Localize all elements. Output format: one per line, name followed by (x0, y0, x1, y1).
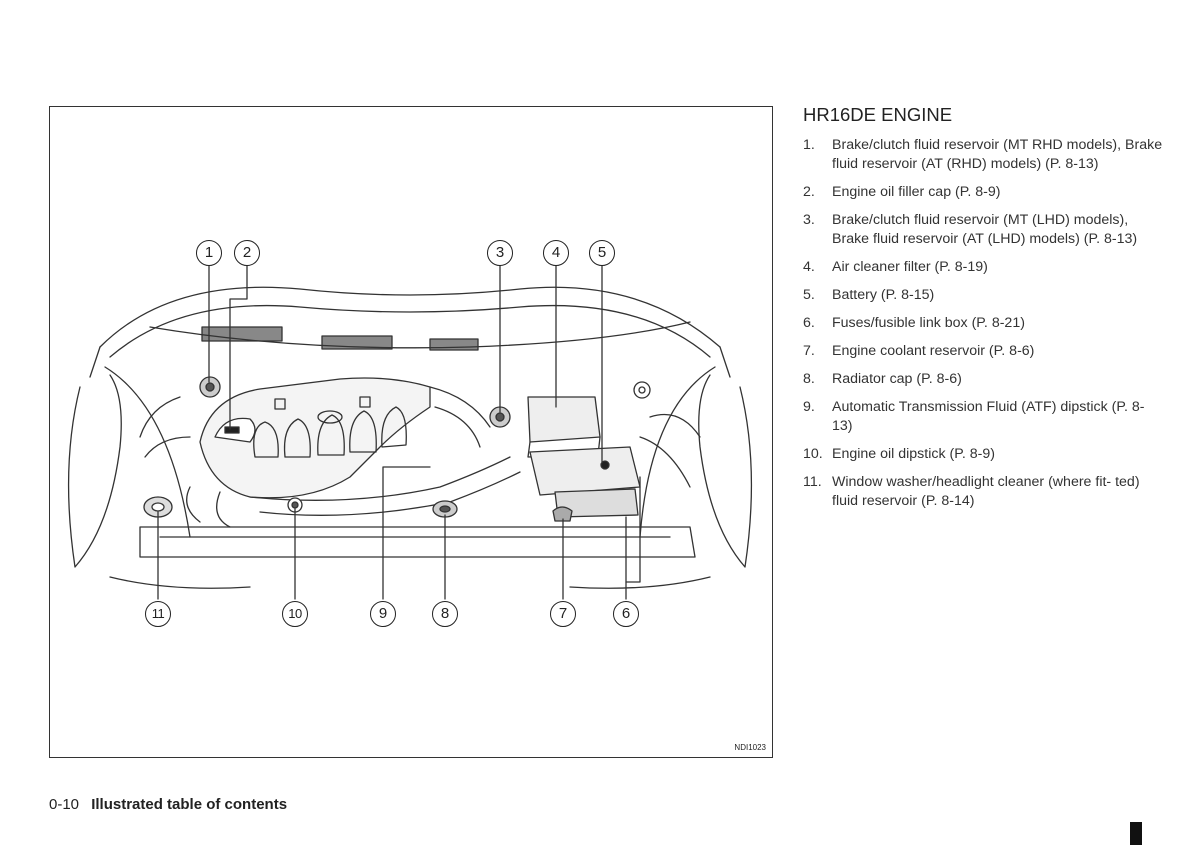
callout-3: 3 (487, 240, 513, 266)
list-item: 11. Window washer/headlight cleaner (wher… (803, 473, 1163, 511)
item-text: Automatic Transmission Fluid (ATF) dipst… (832, 399, 1145, 434)
engine-illustration (67, 264, 753, 600)
figure-code: NDI1023 (734, 743, 766, 752)
list-item: 3. Brake/clutch fluid reservoir (MT (LHD)… (803, 211, 1163, 249)
item-number: 5. (803, 287, 815, 303)
item-text: Air cleaner filter (P. 8-19) (832, 259, 988, 275)
item-text: Brake/clutch fluid reservoir (MT RHD mod… (832, 137, 1163, 172)
page-number: 0-10 (49, 796, 80, 813)
list-item: 4. Air cleaner filter (P. 8-19) (803, 258, 1163, 277)
callout-8: 8 (432, 601, 458, 627)
item-text: Engine coolant reservoir (P. 8-6) (832, 343, 1035, 359)
item-text: Brake/clutch fluid reservoir (MT (LHD) m… (832, 212, 1138, 247)
item-text: Battery (P. 8-15) (832, 287, 935, 303)
item-text: Engine oil filler cap (P. 8-9) (832, 184, 1001, 200)
parts-list: 1. Brake/clutch fluid reservoir (MT RHD m… (803, 136, 1163, 520)
item-number: 2. (803, 184, 815, 200)
item-number: 6. (803, 315, 815, 331)
page-edge-marker (1130, 822, 1142, 845)
item-text: Radiator cap (P. 8-6) (832, 371, 962, 387)
callout-2: 2 (234, 240, 260, 266)
section-title: HR16DE ENGINE (803, 104, 953, 125)
callout-4: 4 (543, 240, 569, 266)
item-text: Engine oil dipstick (P. 8-9) (832, 446, 995, 462)
callout-10: 10 (282, 601, 308, 627)
item-number: 1. (803, 137, 815, 153)
list-item: 5. Battery (P. 8-15) (803, 286, 1163, 305)
item-number: 4. (803, 259, 815, 275)
item-number: 9. (803, 399, 815, 415)
list-item: 2. Engine oil filler cap (P. 8-9) (803, 183, 1163, 202)
item-number: 7. (803, 343, 815, 359)
item-number: 8. (803, 371, 815, 387)
engine-figure: 1 2 3 4 5 6 7 8 9 10 11 NDI1023 (49, 106, 773, 758)
callout-6: 6 (613, 601, 639, 627)
item-number: 11. (803, 474, 822, 490)
list-item: 1. Brake/clutch fluid reservoir (MT RHD m… (803, 136, 1163, 174)
footer-title: Illustrated table of contents (91, 796, 288, 813)
page-footer: 0-10 Illustrated table of contents (49, 796, 287, 813)
item-text: Fuses/fusible link box (P. 8-21) (832, 315, 1025, 331)
list-item: 6. Fuses/fusible link box (P. 8-21) (803, 314, 1163, 333)
callout-9: 9 (370, 601, 396, 627)
list-item: 9. Automatic Transmission Fluid (ATF) dip… (803, 398, 1163, 436)
callout-5: 5 (589, 240, 615, 266)
list-item: 7. Engine coolant reservoir (P. 8-6) (803, 342, 1163, 361)
item-number: 3. (803, 212, 815, 228)
item-text: Window washer/headlight cleaner (where f… (832, 474, 1140, 509)
list-item: 10. Engine oil dipstick (P. 8-9) (803, 445, 1163, 464)
callout-1: 1 (196, 240, 222, 266)
list-item: 8. Radiator cap (P. 8-6) (803, 370, 1163, 389)
callout-11: 11 (145, 601, 171, 627)
item-number: 10. (803, 446, 823, 462)
callout-7: 7 (550, 601, 576, 627)
